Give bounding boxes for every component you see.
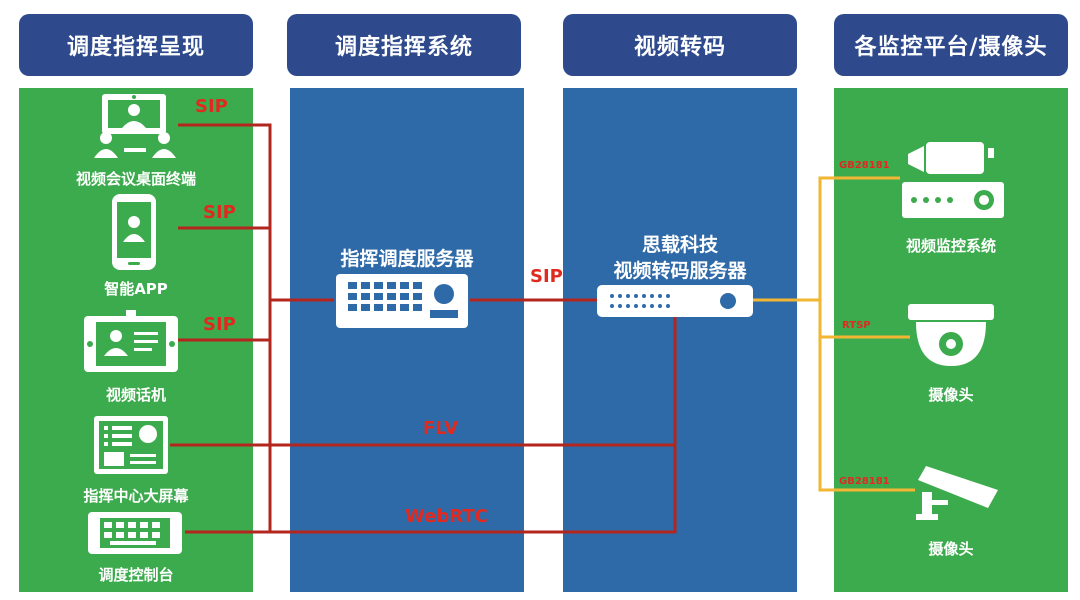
transcode-server-icon — [597, 285, 753, 317]
column-transcode — [563, 88, 797, 592]
wire-webrtc — [185, 445, 677, 534]
video-conference-icon — [94, 94, 176, 158]
bullet-camera-icon — [916, 466, 998, 520]
video-phone-icon — [84, 310, 178, 372]
label-camera-2: 摄像头 — [928, 540, 974, 558]
label-video-conf-terminal: 视频会议桌面终端 — [75, 170, 196, 188]
label-video-monitoring-system: 视频监控系统 — [905, 237, 996, 255]
header-dispatch-presentation: 调度指挥呈现 — [19, 14, 253, 76]
protocol-rtsp: RTSP — [842, 320, 871, 331]
label-video-phone: 视频话机 — [105, 386, 166, 404]
label-dispatch-console: 调度控制台 — [98, 566, 174, 584]
label-transcode-server: 视频转码服务器 — [613, 260, 747, 282]
header-dispatch-system: 调度指挥系统 — [287, 14, 521, 76]
label-camera-1: 摄像头 — [928, 386, 974, 404]
protocol-gb28181-1: GB28181 — [839, 160, 890, 171]
label-transcode-company: 思载科技 — [641, 234, 718, 256]
protocol-webrtc: WebRTC — [405, 506, 488, 527]
protocol-gb28181-2: GB28181 — [839, 476, 890, 487]
label-dispatch-server: 指挥调度服务器 — [340, 248, 474, 270]
protocol-sip-mid: SIP — [530, 266, 563, 287]
dispatch-server-icon — [336, 274, 468, 328]
column-dispatch-system — [290, 88, 524, 592]
dome-camera-icon — [908, 304, 994, 366]
smartphone-icon — [112, 194, 156, 270]
nvr-camera-icon — [902, 142, 1004, 218]
label-smart-app: 智能APP — [104, 280, 168, 298]
protocol-sip-2: SIP — [203, 202, 236, 223]
protocol-flv: FLV — [423, 418, 459, 439]
protocol-sip-1: SIP — [195, 96, 228, 117]
dashboard-screen-icon — [94, 416, 168, 474]
console-keyboard-icon — [88, 512, 182, 554]
header-video-transcode: 视频转码 — [563, 14, 797, 76]
wire-gb1 — [818, 176, 915, 492]
protocol-sip-3: SIP — [203, 314, 236, 335]
label-command-screen: 指挥中心大屏幕 — [83, 487, 189, 505]
header-monitoring-cameras: 各监控平台/摄像头 — [834, 14, 1068, 76]
